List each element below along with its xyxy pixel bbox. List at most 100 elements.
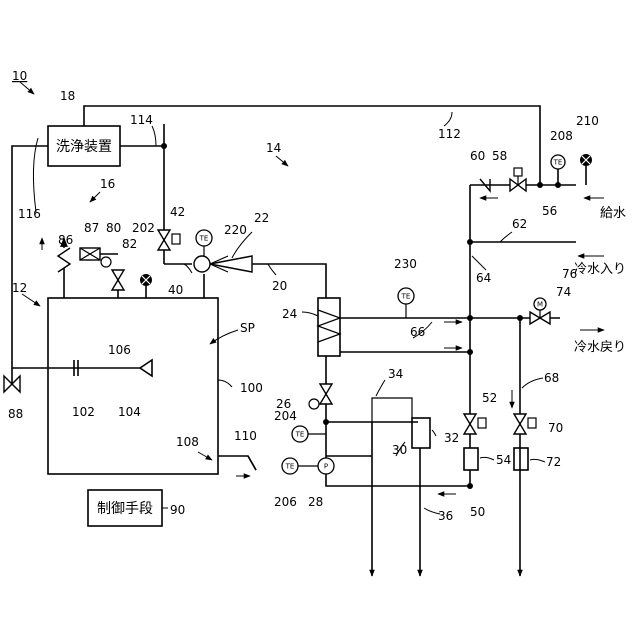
drain-valve-110 bbox=[248, 456, 256, 470]
ref-82: 82 bbox=[122, 237, 137, 251]
ref-72: 72 bbox=[546, 455, 561, 469]
junction-56 bbox=[537, 182, 543, 188]
ref-52: 52 bbox=[482, 391, 497, 405]
ref-16: 16 bbox=[100, 177, 115, 191]
ref-74: 74 bbox=[556, 285, 571, 299]
ref-110: 110 bbox=[234, 429, 257, 443]
port-label-chilled-in: 冷水入り bbox=[574, 262, 626, 277]
ref-22: 22 bbox=[254, 211, 269, 225]
leader-arrow-12 bbox=[22, 294, 40, 306]
leader-114 bbox=[152, 126, 156, 146]
leader-32 bbox=[432, 430, 436, 436]
indicator-210 bbox=[580, 154, 592, 166]
coil-80 bbox=[101, 257, 111, 267]
ref-60: 60 bbox=[470, 149, 485, 163]
port-label-supply: 給水 bbox=[600, 206, 626, 221]
pipe-20 bbox=[210, 264, 326, 298]
ref-36: 36 bbox=[438, 509, 453, 523]
leader-112 bbox=[444, 112, 452, 126]
ref-202: 202 bbox=[132, 221, 155, 235]
leader-68 bbox=[522, 378, 543, 388]
leader-arrow-16 bbox=[90, 192, 100, 202]
leader-arrow-14 bbox=[276, 156, 288, 166]
leader-54 bbox=[480, 457, 494, 460]
ref-14: 14 bbox=[266, 141, 281, 155]
filter-54 bbox=[464, 448, 478, 470]
valve-82 bbox=[112, 270, 124, 290]
ref-208: 208 bbox=[550, 129, 573, 143]
ref-28: 28 bbox=[308, 495, 323, 509]
leader-64 bbox=[472, 256, 486, 270]
ref-40: 40 bbox=[168, 283, 183, 297]
coil-26 bbox=[309, 399, 319, 409]
leader-100 bbox=[218, 380, 232, 387]
gauge-87 bbox=[80, 248, 100, 260]
ref-56: 56 bbox=[542, 204, 557, 218]
leader-24 bbox=[302, 312, 318, 316]
control-unit-label: 制御手段 bbox=[97, 501, 153, 517]
ref-102: 102 bbox=[72, 405, 95, 419]
junction-28-top bbox=[323, 419, 329, 425]
ref-206: 206 bbox=[274, 495, 297, 509]
valve-42 bbox=[158, 230, 180, 250]
leader-arrow-10 bbox=[20, 82, 34, 94]
valve-26 bbox=[320, 384, 332, 404]
pump-28-label: P bbox=[324, 463, 328, 471]
ref-64: 64 bbox=[476, 271, 491, 285]
ref-90: 90 bbox=[170, 503, 185, 517]
three-way-valve-22 bbox=[194, 256, 252, 272]
indicator-202 bbox=[140, 274, 152, 286]
leader-20 bbox=[268, 264, 276, 275]
te-sensor-208-label: TE bbox=[553, 159, 563, 167]
ref-88: 88 bbox=[8, 407, 23, 421]
bracket-34 bbox=[372, 398, 412, 422]
ref-204: 204 bbox=[274, 409, 297, 423]
ref-34: 34 bbox=[388, 367, 403, 381]
te-sensor-220-label: TE bbox=[199, 235, 209, 243]
ref-104: 104 bbox=[118, 405, 141, 419]
ref-30: 30 bbox=[392, 443, 407, 457]
ref-87: 87 bbox=[84, 221, 99, 235]
te-sensor-204-label: TE bbox=[295, 431, 305, 439]
ref-58: 58 bbox=[492, 149, 507, 163]
valve-70 bbox=[514, 414, 536, 434]
ref-20: 20 bbox=[272, 279, 287, 293]
ref-70: 70 bbox=[548, 421, 563, 435]
motor-76-label: M bbox=[537, 301, 543, 309]
ref-18: 18 bbox=[60, 89, 75, 103]
valve-52 bbox=[464, 414, 486, 434]
ref-66: 66 bbox=[410, 325, 425, 339]
ref-112: 112 bbox=[438, 127, 461, 141]
junction-114 bbox=[161, 143, 167, 149]
junction-62 bbox=[467, 239, 473, 245]
junction-68 bbox=[517, 315, 523, 321]
ref-220: 220 bbox=[224, 223, 247, 237]
leader-72 bbox=[530, 459, 545, 462]
cleaning-device-label: 洗浄装置 bbox=[56, 139, 112, 155]
pipe-110 bbox=[218, 456, 256, 470]
ref-12: 12 bbox=[12, 281, 27, 295]
ref-62: 62 bbox=[512, 217, 527, 231]
ref-230: 230 bbox=[394, 257, 417, 271]
ref-42: 42 bbox=[170, 205, 185, 219]
ref-50: 50 bbox=[470, 505, 485, 519]
ref-68: 68 bbox=[544, 371, 559, 385]
ref-106: 106 bbox=[108, 343, 131, 357]
te-sensor-230-label: TE bbox=[401, 293, 411, 301]
valve-74 bbox=[530, 310, 550, 324]
ref-54: 54 bbox=[496, 453, 511, 467]
tank-label-sp: SP bbox=[240, 321, 255, 335]
sensor-layer: TE TE TE TE TE P M bbox=[196, 155, 565, 474]
port-label-chilled-return: 冷水戻り bbox=[574, 340, 626, 355]
ref-10: 10 bbox=[12, 69, 27, 83]
ref-24: 24 bbox=[282, 307, 297, 321]
ref-32: 32 bbox=[444, 431, 459, 445]
valve-58 bbox=[510, 168, 526, 191]
ref-114: 114 bbox=[130, 113, 153, 127]
junction-66-upper bbox=[467, 315, 473, 321]
filter-72 bbox=[514, 448, 528, 470]
ref-80: 80 bbox=[106, 221, 121, 235]
leader-116 bbox=[33, 138, 38, 212]
te-sensor-206-label: TE bbox=[285, 463, 295, 471]
